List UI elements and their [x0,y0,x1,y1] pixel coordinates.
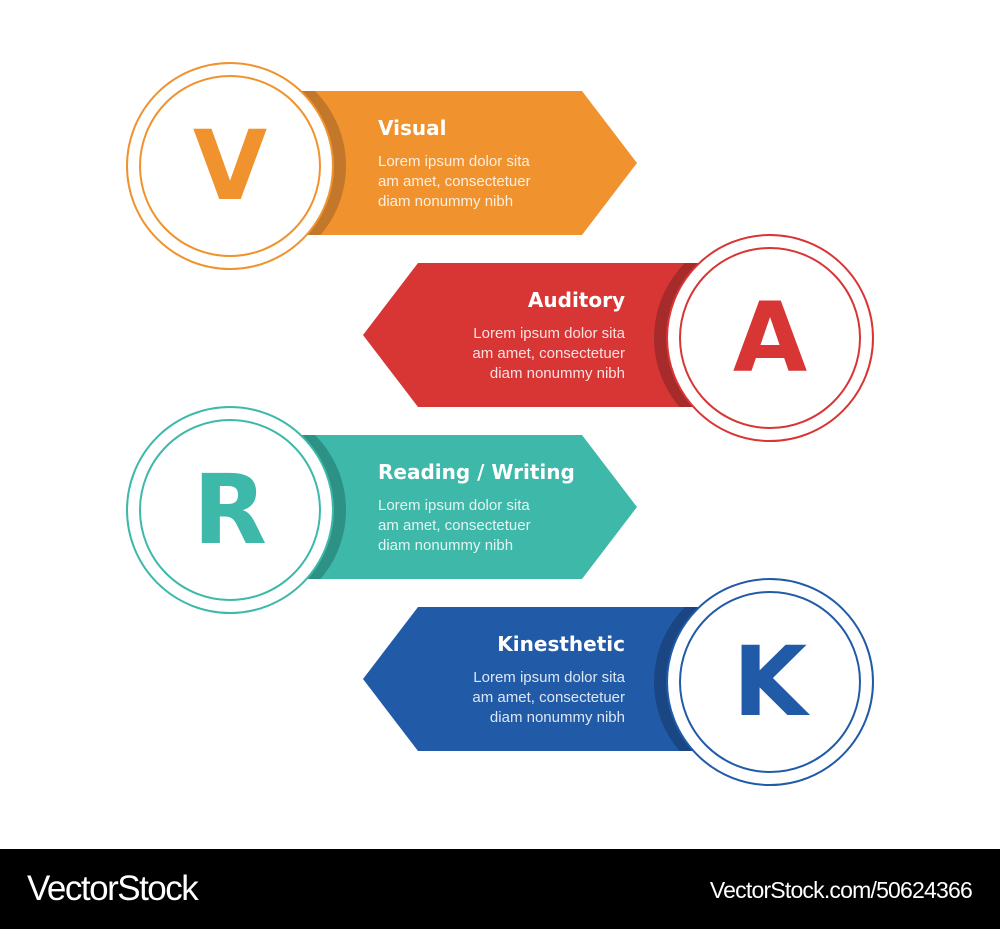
watermark-url: VectorStock.com/50624366 [709,877,973,903]
item-description-line: Lorem ipsum dolor sita [378,153,530,170]
item-description-line: am amet, consectetuer [472,689,625,706]
item-description-line: am amet, consectetuer [472,345,625,362]
item-description-line: am amet, consectetuer [378,517,531,534]
arrow-banner [300,91,637,235]
arrow-banner [363,263,700,407]
inner-ring [139,75,321,257]
item-description-line: diam nonummy nibh [378,537,513,554]
item-description-line: Lorem ipsum dolor sita [473,669,625,686]
item-description-line: Lorem ipsum dolor sita [473,325,625,342]
item-letter: A [733,282,807,394]
inner-ring [139,419,321,601]
item-description-line: diam nonummy nibh [378,193,513,210]
item-title: Auditory [528,288,625,312]
item-letter: V [193,110,267,222]
item-description-line: diam nonummy nibh [490,365,625,382]
watermark-footer: VectorStock VectorStock.com/50624366 [0,849,1000,929]
inner-ring [679,247,861,429]
item-description-line: diam nonummy nibh [490,709,625,726]
item-title: Visual [378,116,446,140]
item-letter: K [733,626,811,738]
watermark-brand: VectorStock [27,869,199,908]
item-title: Reading / Writing [378,460,575,484]
item-title: Kinesthetic [497,632,625,656]
inner-ring [679,591,861,773]
arrow-banner [300,435,637,579]
item-letter: R [193,454,267,566]
arrow-banner [363,607,700,751]
item-description-line: Lorem ipsum dolor sita [378,497,530,514]
item-description-line: am amet, consectetuer [378,173,531,190]
